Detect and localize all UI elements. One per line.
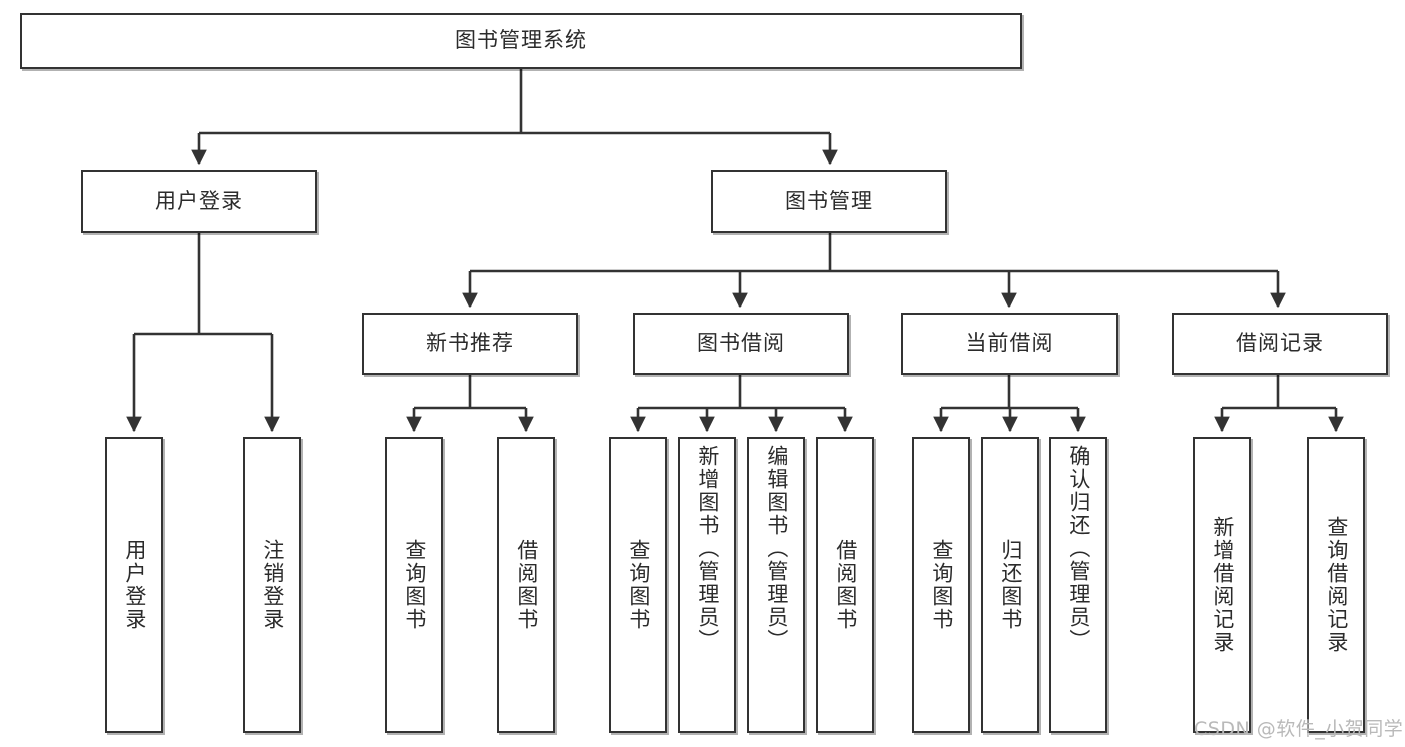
node-current-borrow[interactable]: 当前借阅	[901, 313, 1118, 375]
node-leaf-confirm-return[interactable]: 确认归还（管理员）	[1049, 437, 1107, 733]
node-leaf-query-record[interactable]: 查询借阅记录	[1307, 437, 1365, 733]
node-leaf-logout[interactable]: 注销登录	[243, 437, 301, 733]
node-leaf-user-login-label: 用户登录	[122, 539, 147, 631]
node-leaf-borrow-book-1[interactable]: 借阅图书	[497, 437, 555, 733]
node-leaf-borrow-book-2[interactable]: 借阅图书	[816, 437, 874, 733]
node-new-book-rec-label: 新书推荐	[426, 331, 514, 356]
node-leaf-add-record[interactable]: 新增借阅记录	[1193, 437, 1251, 733]
node-book-manage[interactable]: 图书管理	[711, 170, 947, 233]
node-leaf-edit-book[interactable]: 编辑图书（管理员）	[747, 437, 805, 733]
node-leaf-query-book-3-label: 查询图书	[929, 539, 954, 631]
node-leaf-edit-book-label: 编辑图书（管理员）	[764, 445, 789, 652]
node-borrow-record[interactable]: 借阅记录	[1172, 313, 1388, 375]
node-root-label: 图书管理系统	[455, 28, 587, 53]
node-borrow-record-label: 借阅记录	[1236, 331, 1324, 356]
node-new-book-rec[interactable]: 新书推荐	[362, 313, 578, 375]
csdn-watermark: CSDN @软件_小贺同学	[1194, 718, 1404, 740]
node-leaf-borrow-book-1-label: 借阅图书	[514, 539, 539, 631]
node-leaf-add-book[interactable]: 新增图书（管理员）	[678, 437, 736, 733]
node-leaf-user-login[interactable]: 用户登录	[105, 437, 163, 733]
node-leaf-query-book-3[interactable]: 查询图书	[912, 437, 970, 733]
node-leaf-add-record-label: 新增借阅记录	[1210, 516, 1235, 654]
node-leaf-logout-label: 注销登录	[260, 539, 285, 631]
node-leaf-query-record-label: 查询借阅记录	[1324, 516, 1349, 654]
node-leaf-return-book[interactable]: 归还图书	[981, 437, 1039, 733]
node-user-login-label: 用户登录	[155, 188, 243, 213]
node-book-borrow[interactable]: 图书借阅	[633, 313, 849, 375]
node-user-login[interactable]: 用户登录	[81, 170, 317, 233]
node-book-borrow-label: 图书借阅	[697, 331, 785, 356]
node-leaf-confirm-return-label: 确认归还（管理员）	[1066, 445, 1091, 652]
node-leaf-query-book-1-label: 查询图书	[402, 539, 427, 631]
node-leaf-return-book-label: 归还图书	[998, 539, 1023, 631]
node-root[interactable]: 图书管理系统	[20, 13, 1022, 69]
node-leaf-add-book-label: 新增图书（管理员）	[695, 445, 720, 652]
node-book-manage-label: 图书管理	[785, 188, 873, 213]
node-leaf-borrow-book-2-label: 借阅图书	[833, 539, 858, 631]
node-current-borrow-label: 当前借阅	[965, 331, 1054, 356]
node-leaf-query-book-1[interactable]: 查询图书	[385, 437, 443, 733]
node-leaf-query-book-2[interactable]: 查询图书	[609, 437, 667, 733]
node-leaf-query-book-2-label: 查询图书	[626, 539, 651, 631]
